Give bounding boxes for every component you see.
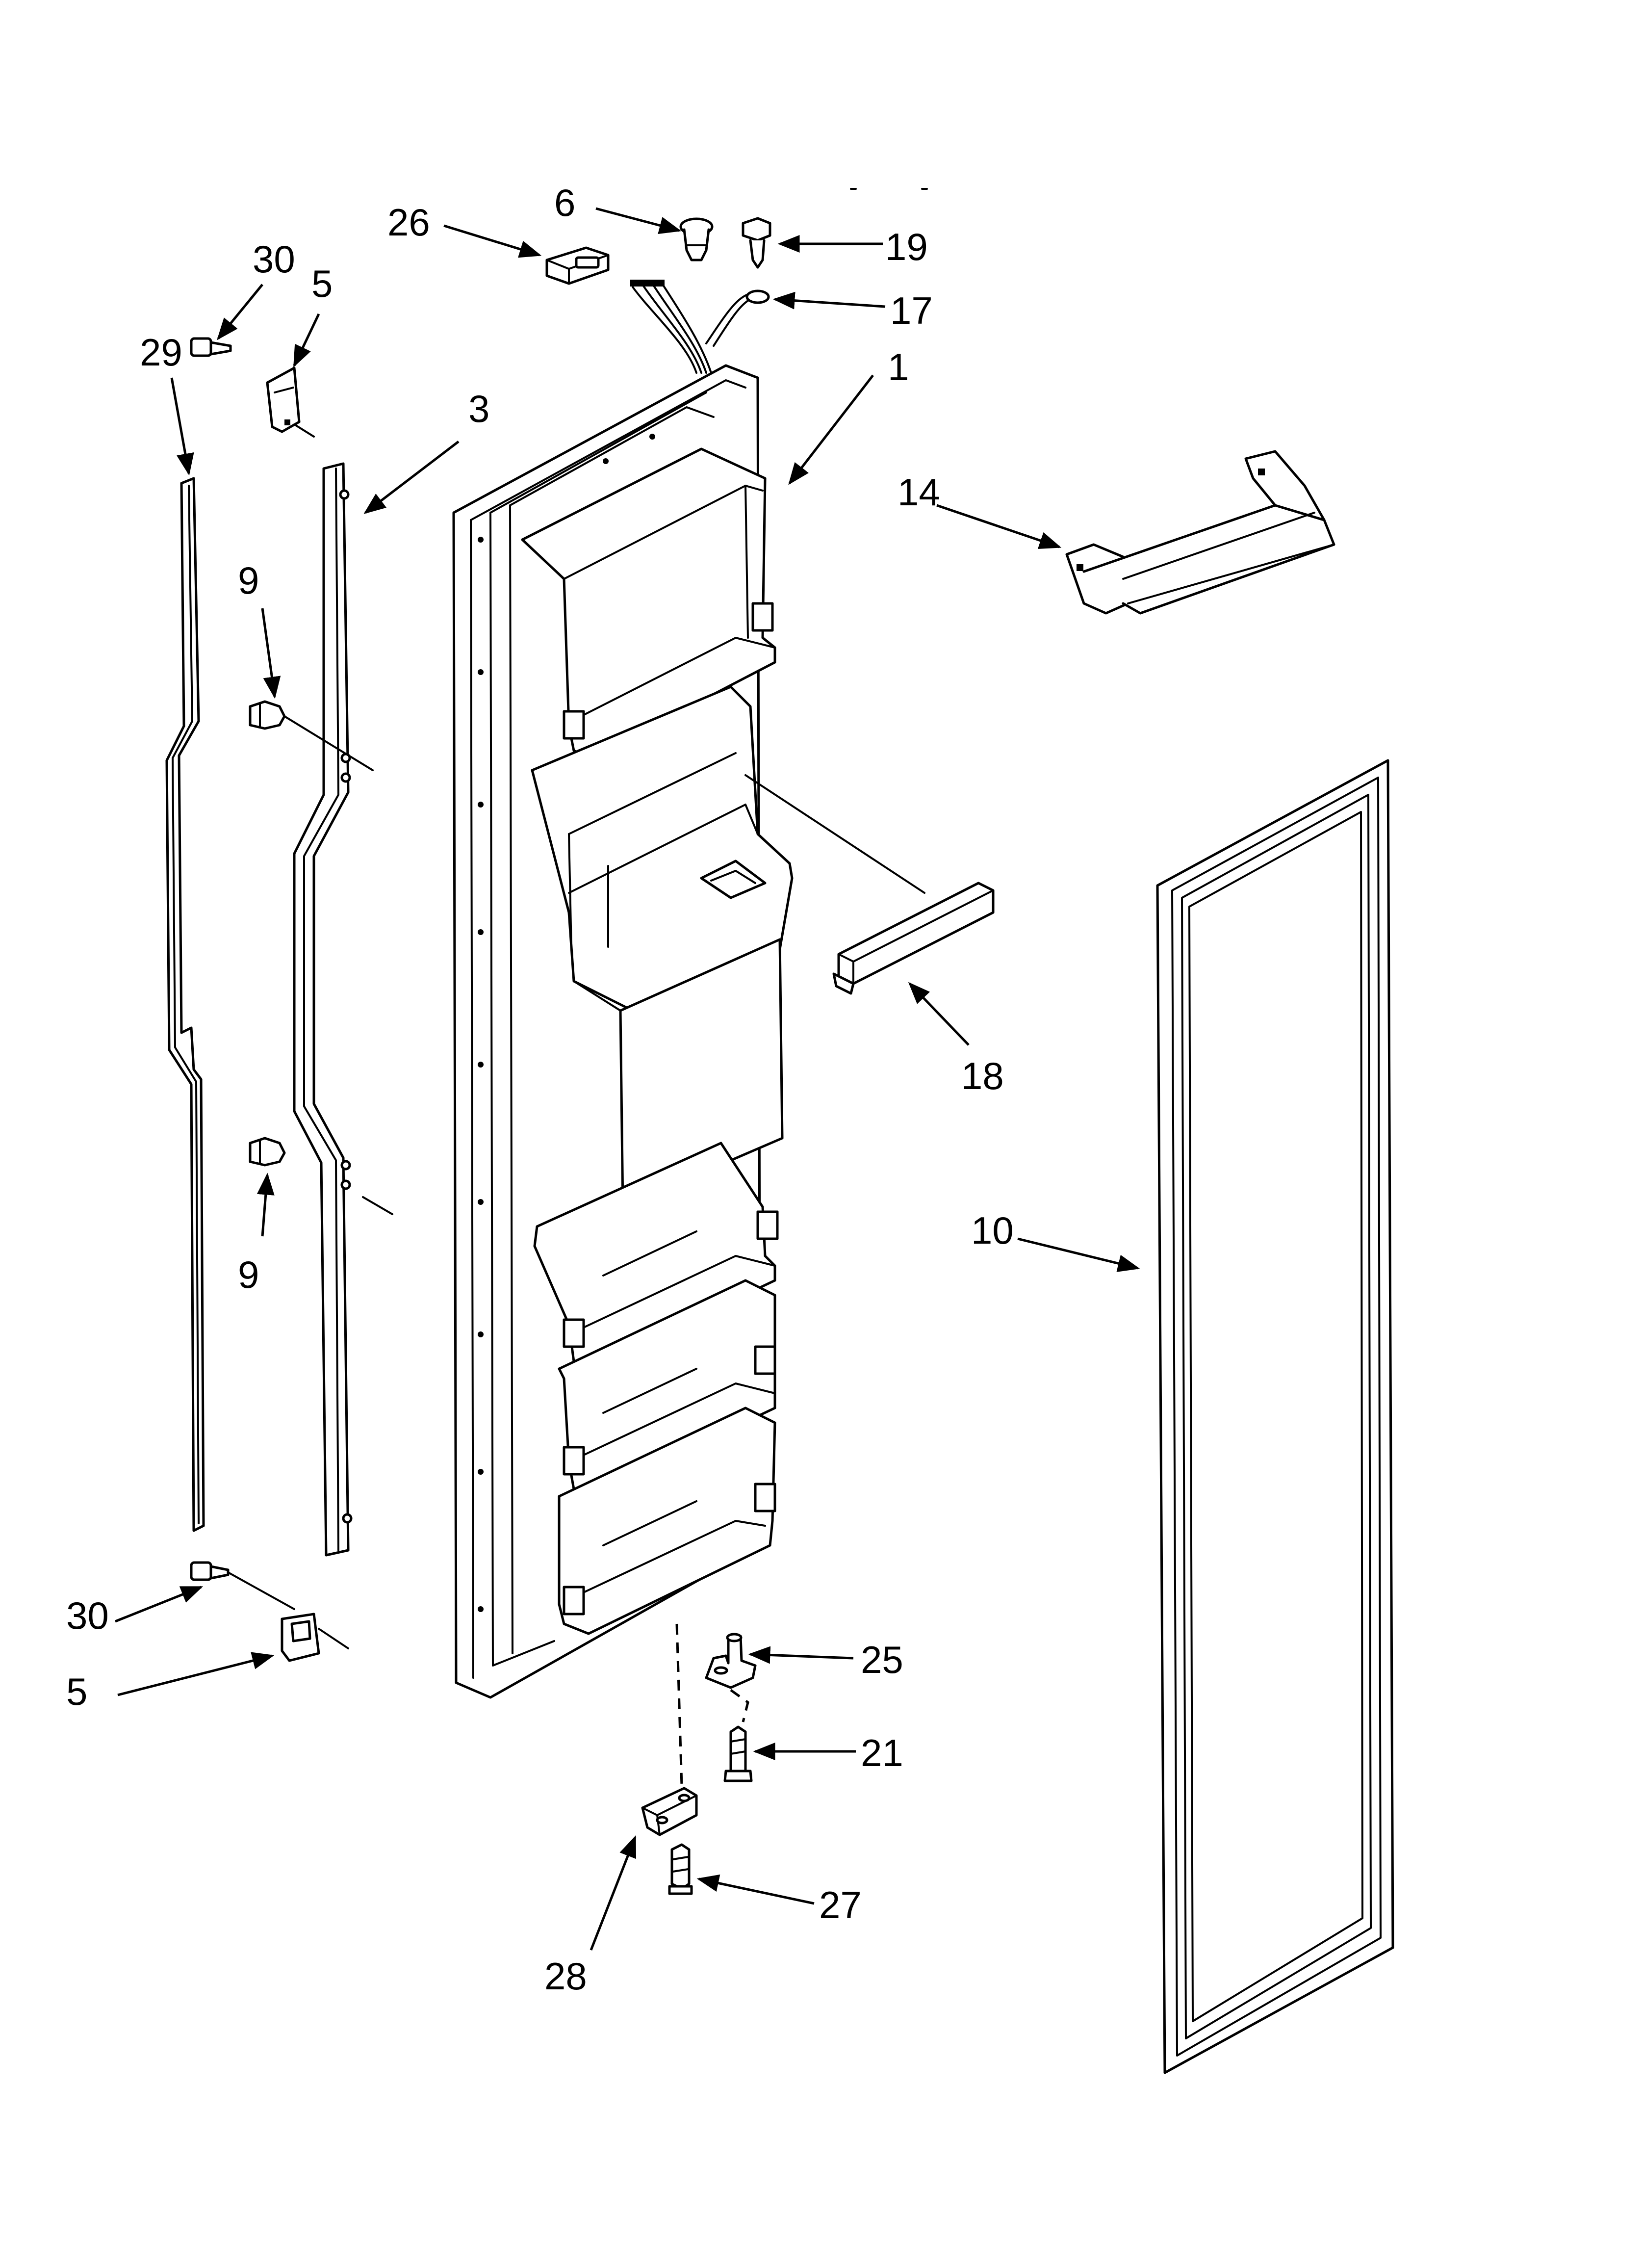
- part-17-wire-harness: [630, 280, 770, 374]
- callout-17: 17: [890, 289, 933, 332]
- callout-18: 18: [961, 1054, 1004, 1097]
- callout-6: 6: [554, 181, 575, 224]
- callout-labels: 1 3 5 5 6 9 9 10 14 17 18 19 21 25 26 27…: [66, 181, 1014, 1998]
- part-6-light-socket: [679, 217, 714, 261]
- callout-27: 27: [819, 1883, 862, 1927]
- callout-9-lower: 9: [238, 1253, 259, 1296]
- part-14-shelf-bar: [1065, 450, 1335, 615]
- part-19-screw: [742, 217, 771, 269]
- callout-25: 25: [861, 1638, 903, 1681]
- part-29-handle-trim: [165, 477, 205, 1532]
- part-5-end-cap-lower: [281, 1613, 349, 1662]
- callout-28: 28: [544, 1955, 587, 1998]
- callout-5-upper: 5: [311, 262, 333, 305]
- part-10-door-gasket: [1156, 759, 1394, 2074]
- part-27-screw: [668, 1843, 693, 1895]
- callout-29: 29: [140, 331, 182, 374]
- callout-19: 19: [885, 225, 928, 268]
- callout-21: 21: [861, 1731, 903, 1774]
- callout-14: 14: [898, 470, 940, 514]
- leader-line-cap-upper: [293, 423, 315, 438]
- callout-9-upper: 9: [238, 559, 259, 602]
- part-3-handle: [293, 462, 353, 1557]
- callout-3: 3: [468, 387, 489, 430]
- callout-26: 26: [387, 201, 430, 244]
- part-18-bar: [832, 882, 995, 995]
- part-30-screw-lower: [190, 1561, 295, 1610]
- callout-10: 10: [971, 1209, 1014, 1252]
- part-9-screw-upper: [249, 700, 374, 771]
- part-1-door-liner: [452, 364, 925, 1699]
- callout-30-upper: 30: [253, 237, 295, 281]
- callout-1: 1: [888, 345, 909, 389]
- part-9-screw-lower: [249, 1137, 393, 1215]
- part-30-screw-upper: [190, 337, 232, 357]
- part-28-hinge-bracket: [641, 1787, 698, 1836]
- dashed-line-hinge: [730, 1689, 749, 1722]
- leader-lines: [115, 207, 1140, 1951]
- part-21-screw: [723, 1725, 753, 1782]
- callout-5-lower: 5: [66, 1670, 87, 1713]
- part-5-end-cap-upper: [266, 366, 301, 433]
- callout-30-lower: 30: [66, 1594, 109, 1637]
- part-26-switch: [545, 246, 610, 285]
- part-25-hinge-pin: [705, 1633, 757, 1689]
- dashed-line-bracket: [675, 1623, 683, 1786]
